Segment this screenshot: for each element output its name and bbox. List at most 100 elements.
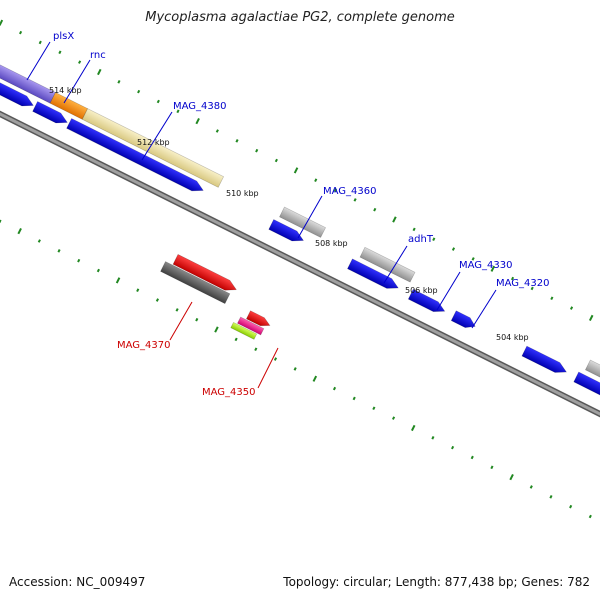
tick-mark — [155, 298, 159, 302]
gene-pink-mag4350-shape — [237, 316, 265, 336]
leader-line-0 — [26, 41, 51, 81]
gene-mag4360-shape — [279, 206, 326, 238]
tick-mark — [314, 178, 318, 182]
tick-mark — [509, 474, 514, 481]
tick-mark — [471, 257, 475, 261]
tick-mark — [215, 129, 219, 133]
gene-blue-mag4360 — [268, 219, 304, 242]
leader-line-1 — [63, 59, 91, 104]
tick-mark — [176, 109, 180, 114]
tick-mark — [391, 416, 396, 420]
tick-label-506: 506 kbp — [405, 286, 438, 295]
gene-blue-1 — [0, 75, 34, 107]
tick-label-512: 512 kbp — [137, 138, 170, 147]
gene-blue-mag4330-shape — [407, 288, 446, 312]
gene-blue-mag4380 — [66, 118, 204, 192]
gene-adht-shape — [359, 246, 416, 283]
gene-blue-2 — [32, 101, 68, 124]
tick-mark — [490, 265, 496, 272]
tick-mark — [77, 258, 81, 263]
gene-red-mag4370 — [172, 254, 237, 291]
tick-mark — [254, 347, 258, 352]
leader-line-5 — [436, 271, 461, 311]
gene-blue-4 — [573, 371, 600, 408]
leader-line-4 — [383, 245, 408, 284]
gene-green-mag4350 — [230, 321, 258, 340]
gene-blue-mag4360-shape — [268, 219, 304, 242]
tick-mark — [195, 317, 199, 322]
tick-mark — [392, 216, 397, 223]
tick-mark — [332, 386, 337, 391]
gene-blue-4-shape — [573, 371, 600, 408]
tick-mark — [490, 465, 494, 470]
tick-mark — [588, 314, 594, 322]
tick-mark — [529, 485, 533, 489]
tick-mark — [431, 435, 435, 440]
gene-label-mag4330[interactable]: MAG_4330 — [459, 260, 513, 271]
leader-line-3 — [297, 195, 323, 239]
tick-mark — [115, 277, 121, 284]
gene-gray-right-shape — [585, 359, 600, 394]
leader-line-8 — [257, 347, 279, 389]
tick-mark — [569, 504, 573, 509]
gene-label-plsx[interactable]: plsX — [53, 31, 74, 42]
gene-features — [0, 56, 600, 408]
gene-label-mag4380[interactable]: MAG_4380 — [173, 101, 227, 112]
gene-label-mag4370[interactable]: MAG_4370 — [117, 340, 171, 351]
tick-mark — [451, 445, 455, 450]
gene-dark-mag4370 — [160, 261, 231, 305]
gene-red-mag4350 — [246, 310, 271, 327]
tick-label-514: 514 kbp — [49, 86, 82, 95]
gene-dark-mag4370-shape — [160, 261, 231, 305]
backbone-line — [0, 112, 600, 416]
tick-mark — [550, 296, 554, 301]
tick-mark — [117, 80, 121, 84]
gene-label-mag4360[interactable]: MAG_4360 — [323, 186, 377, 197]
gene-label-mag4350[interactable]: MAG_4350 — [202, 387, 256, 398]
tick-mark — [549, 495, 553, 499]
gene-adht — [359, 246, 416, 283]
tick-label-508: 508 kbp — [315, 239, 348, 248]
gene-blue-1-shape — [0, 75, 34, 107]
tick-mark — [588, 514, 592, 519]
gene-labels: plsX rnc MAG_4380 MAG_4360 adhT MAG_4330… — [53, 31, 550, 398]
tick-mark — [78, 60, 82, 64]
gene-mag4360 — [279, 206, 326, 238]
leader-line-7 — [169, 301, 193, 341]
tick-mark — [372, 406, 376, 411]
gene-blue-mag4330 — [407, 288, 446, 312]
tick-mark — [255, 148, 259, 153]
tick-mark — [293, 167, 299, 174]
map-title: Mycoplasma agalactiae PG2, complete geno… — [145, 10, 455, 25]
tick-mark — [569, 306, 574, 310]
tick-mark — [451, 247, 456, 251]
genome-backbone — [0, 110, 600, 418]
gene-pink-mag4350 — [237, 316, 265, 336]
tick-mark — [136, 288, 140, 292]
tick-mark — [37, 239, 41, 243]
leader-line-2 — [141, 111, 173, 161]
kbp-tick-marks — [0, 19, 594, 519]
tick-mark — [58, 50, 62, 55]
accession-text: Accession: NC_009497 — [9, 575, 146, 589]
tick-mark — [234, 337, 238, 342]
gene-label-mag4320[interactable]: MAG_4320 — [496, 278, 550, 289]
gene-blue-mag4380-shape — [66, 118, 204, 192]
tick-mark — [19, 30, 23, 35]
gene-red-mag4350-shape — [246, 310, 271, 327]
gene-blue-3-shape — [521, 345, 567, 373]
tick-mark — [57, 249, 61, 253]
tick-labels: 514 kbp 512 kbp 510 kbp 508 kbp 506 kbp … — [49, 86, 529, 342]
gene-plsx — [0, 56, 56, 104]
gene-label-rnc[interactable]: rnc — [90, 50, 106, 61]
tick-mark — [530, 286, 534, 291]
gene-mag4380-shape — [81, 108, 225, 188]
gene-blue-mag4320-shape — [450, 310, 476, 328]
tick-mark — [38, 40, 42, 45]
tick-label-504: 504 kbp — [496, 333, 529, 342]
tick-mark — [175, 308, 179, 312]
gene-blue-3 — [521, 345, 567, 373]
gene-label-adht[interactable]: adhT — [408, 234, 434, 245]
